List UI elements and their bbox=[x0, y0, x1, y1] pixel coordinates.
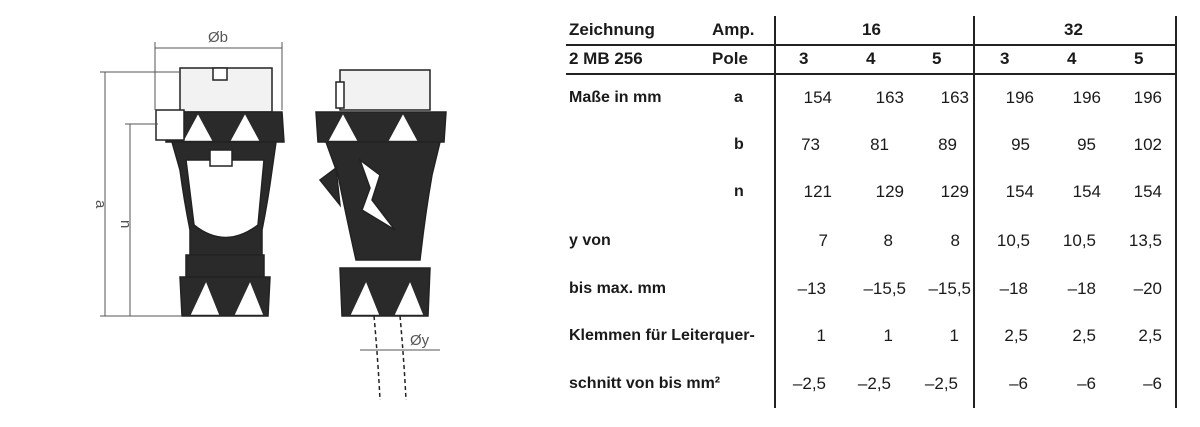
header-pole-value: 4 bbox=[866, 49, 876, 68]
table-cell: –13 bbox=[797, 279, 826, 298]
table-cell: 8 bbox=[883, 231, 893, 250]
table-cell: 95 bbox=[1077, 135, 1096, 154]
table-cell: 2,5 bbox=[1138, 326, 1162, 345]
row-label: Maße in mm bbox=[569, 89, 662, 106]
table-cell: 196 bbox=[1133, 88, 1162, 107]
plug-front-view bbox=[155, 67, 285, 317]
dimension-a-label: a bbox=[92, 200, 109, 209]
table-cell: 73 bbox=[801, 135, 820, 154]
header-amp-32: 32 bbox=[1064, 20, 1083, 39]
header-amp: Amp. bbox=[712, 20, 755, 39]
table-cell: 196 bbox=[1005, 88, 1034, 107]
header-pole-value: 5 bbox=[932, 49, 942, 68]
table-cell: –2,5 bbox=[792, 374, 826, 393]
table-cell: 163 bbox=[940, 88, 969, 107]
header-pole-value: 4 bbox=[1067, 49, 1077, 68]
header-zeichnung: Zeichnung bbox=[569, 20, 655, 39]
row-label: schnitt von bis mm² bbox=[569, 375, 721, 392]
table-cell: –15,5 bbox=[928, 279, 971, 298]
table-cell: 8 bbox=[950, 231, 960, 250]
column-divider-right bbox=[1175, 16, 1177, 408]
row-label: Klemmen für Leiterquer- bbox=[569, 327, 755, 344]
technical-drawing: Øb a n Øy bbox=[92, 29, 447, 401]
table-cell: 154 bbox=[803, 88, 832, 107]
header-model: 2 MB 256 bbox=[569, 49, 643, 68]
table-cell: –18 bbox=[1067, 279, 1096, 298]
dimension-y-label: Øy bbox=[410, 332, 430, 349]
row-label: bis max. mm bbox=[569, 280, 666, 297]
table-cell: 154 bbox=[1133, 182, 1162, 201]
plug-side-view bbox=[315, 69, 447, 401]
table-cell: 1 bbox=[949, 326, 959, 345]
table-cell: 129 bbox=[875, 182, 904, 201]
header-pole-value: 3 bbox=[799, 49, 809, 68]
table-cell: –15,5 bbox=[863, 279, 906, 298]
row-sublabel: n bbox=[734, 183, 744, 200]
header-rule-bottom bbox=[566, 73, 1176, 75]
column-divider-left bbox=[774, 16, 776, 408]
row-sublabel: b bbox=[734, 136, 744, 153]
table-cell: 163 bbox=[875, 88, 904, 107]
table-cell: 81 bbox=[870, 135, 889, 154]
table-cell: 154 bbox=[1072, 182, 1101, 201]
table-cell: –2,5 bbox=[924, 374, 958, 393]
table-cell: –6 bbox=[1009, 374, 1028, 393]
table-cell: 1 bbox=[816, 326, 826, 345]
table-cell: 95 bbox=[1011, 135, 1030, 154]
table-cell: –6 bbox=[1077, 374, 1096, 393]
table-cell: 129 bbox=[940, 182, 969, 201]
dimension-b-label: Øb bbox=[208, 29, 228, 46]
table-cell: 196 bbox=[1072, 88, 1101, 107]
header-pole-value: 3 bbox=[1000, 49, 1010, 68]
header-amp-16: 16 bbox=[862, 20, 881, 39]
column-divider-middle bbox=[973, 16, 975, 408]
table-cell: 13,5 bbox=[1128, 231, 1162, 250]
table-cell: 2,5 bbox=[1072, 326, 1096, 345]
header-pole-value: 5 bbox=[1134, 49, 1144, 68]
table-cell: 7 bbox=[818, 231, 828, 250]
dimension-n-label: n bbox=[117, 220, 134, 228]
header-pole: Pole bbox=[712, 49, 748, 68]
table-cell: –20 bbox=[1133, 279, 1162, 298]
table-cell: –6 bbox=[1143, 374, 1162, 393]
table-cell: 121 bbox=[803, 182, 832, 201]
header-rule-top bbox=[566, 44, 1176, 46]
dimension-lines bbox=[100, 42, 440, 351]
table-cell: –2,5 bbox=[857, 374, 891, 393]
table-cell: 1 bbox=[883, 326, 893, 345]
table-cell: 102 bbox=[1133, 135, 1162, 154]
table-cell: 2,5 bbox=[1004, 326, 1028, 345]
table-cell: 154 bbox=[1005, 182, 1034, 201]
table-cell: 89 bbox=[938, 135, 957, 154]
table-cell: 10,5 bbox=[1062, 231, 1096, 250]
row-sublabel: a bbox=[734, 89, 743, 106]
row-label: y von bbox=[569, 232, 611, 249]
table-cell: 10,5 bbox=[996, 231, 1030, 250]
table-cell: –18 bbox=[999, 279, 1028, 298]
